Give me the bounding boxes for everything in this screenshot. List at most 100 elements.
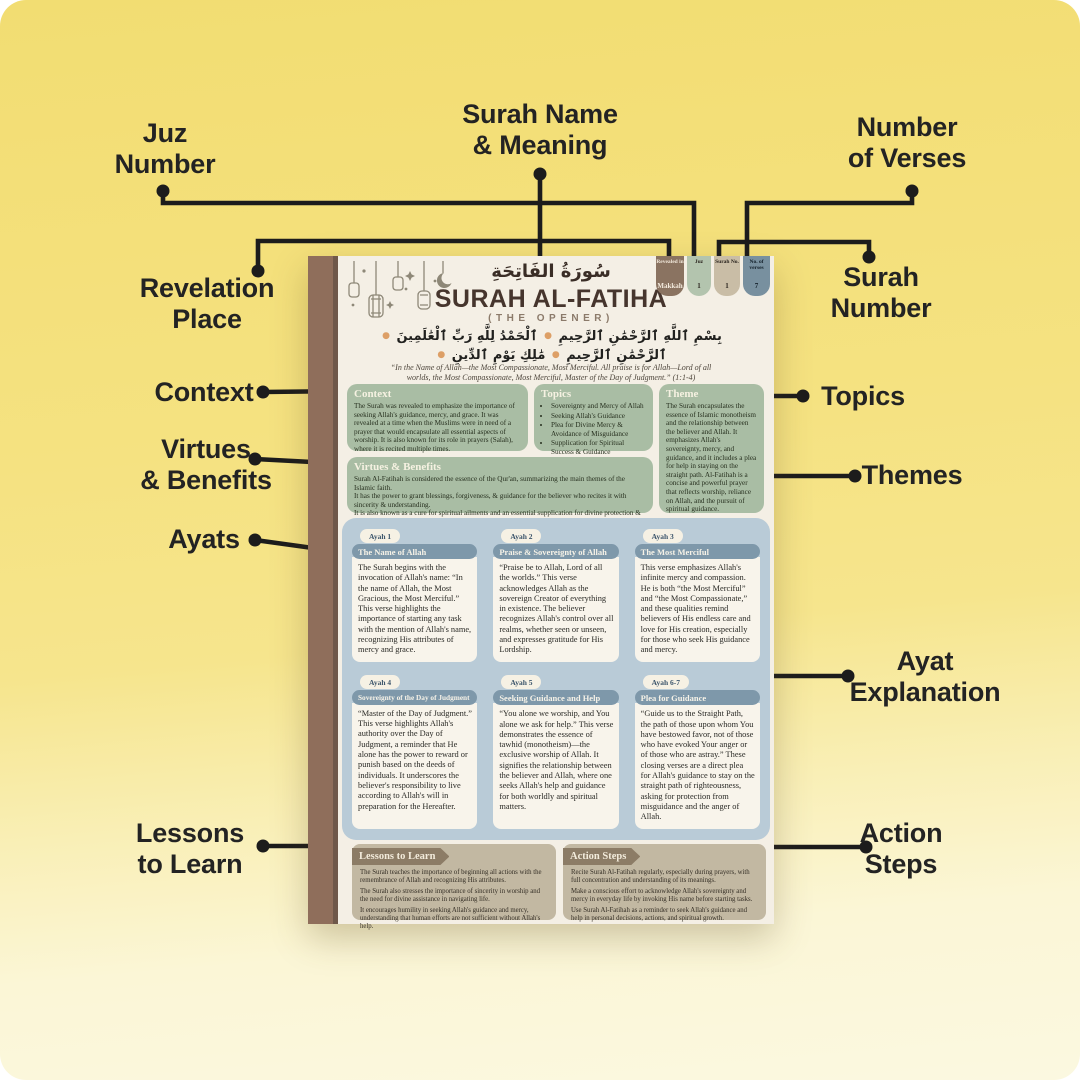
- topics-item: Supplication for Spiritual Success & Gui…: [551, 439, 646, 456]
- badge-surah-no: Surah No. 1: [714, 256, 740, 296]
- ayah-number-pill: Ayah 1: [360, 529, 401, 543]
- badge-no-of-verses: No. of verses 7: [743, 256, 770, 296]
- ayah-title-bar: The Name of Allah: [352, 544, 478, 559]
- virtues-title: Virtues & Benefits: [354, 461, 441, 473]
- label-line: Context: [154, 377, 254, 407]
- label-line: Revelation: [139, 273, 275, 303]
- label-line: Virtues: [161, 434, 251, 464]
- topics-list: Sovereignty and Mercy of Allah Seeking A…: [551, 402, 646, 457]
- action-step: Use Surah Al-Fatihah as a reminder to se…: [571, 907, 748, 922]
- label-line: Place: [172, 304, 242, 334]
- virtues-line: Surah Al-Fatihah is considered the essen…: [354, 475, 625, 492]
- label-virtues-benefits: Virtues & Benefits: [140, 434, 272, 496]
- label-line: Ayats: [168, 524, 240, 554]
- surah-title: SURAH AL-FATIHA: [434, 285, 668, 313]
- ayah-card-5: Ayah 5 Seeking Guidance and Help “You al…: [493, 675, 619, 829]
- ayah-explanation-text: “Master of the Day of Judgment.” This ve…: [352, 702, 478, 829]
- label-line: & Benefits: [140, 465, 272, 495]
- connector-juz-number: [156, 184, 697, 261]
- label-line: Number: [856, 112, 958, 142]
- label-line: Surah Name: [462, 99, 618, 129]
- page-spine: [308, 256, 338, 924]
- ayah-card-2: Ayah 2 Praise & Sovereignty of Allah “Pr…: [493, 529, 619, 663]
- badge-label: Revealed in: [656, 259, 684, 265]
- connector-action-steps: [766, 840, 873, 854]
- action-step: Make a conscious effort to acknowledge A…: [571, 888, 753, 903]
- ayah-explanation-text: “Guide us to the Straight Path, the path…: [634, 703, 760, 829]
- label-juz-number: Juz Number: [115, 118, 216, 180]
- ayah-explanation-text: The Surah begins with the invocation of …: [352, 557, 478, 663]
- topics-item: Sovereignty and Mercy of Allah: [551, 402, 646, 411]
- ayah-number-pill: Ayah 4: [360, 675, 401, 690]
- ayah-number-pill: Ayah 2: [501, 529, 542, 543]
- label-line: Surah: [843, 262, 919, 292]
- ayah-card-1: Ayah 1 The Name of Allah The Surah begin…: [352, 529, 478, 663]
- ayah-explanation-text: This verse emphasizes Allah's infinite m…: [634, 557, 760, 663]
- label-line: & Meaning: [472, 130, 608, 160]
- action-steps-points: Recite Surah Al-Fatihah regularly, espec…: [571, 869, 758, 926]
- lessons-point: It encourages humility in seeking Allah'…: [360, 907, 541, 930]
- label-line: Ayat: [896, 646, 954, 676]
- ayah-card-4: Ayah 4 Sovereignty of the Day of Judgmen…: [352, 675, 478, 829]
- badge-value: 7: [754, 282, 759, 290]
- theme-box: Theme The Surah encapsulates the essence…: [659, 384, 764, 513]
- context-body: The Surah was revealed to emphasize the …: [354, 402, 515, 453]
- topics-title: Topics: [541, 388, 572, 400]
- label-line: Number: [830, 293, 932, 323]
- topics-box: Topics Sovereignty and Mercy of Allah Se…: [534, 384, 653, 456]
- action-steps-banner: Action Steps: [563, 848, 640, 865]
- label-revelation-place: Revelation Place: [140, 273, 275, 335]
- badge-label: Juz: [694, 259, 704, 265]
- lessons-point: The Surah teaches the importance of begi…: [360, 869, 542, 884]
- theme-body: The Surah encapsulates the essence of Is…: [666, 402, 757, 514]
- lessons-points: The Surah teaches the importance of begi…: [360, 869, 548, 934]
- label-action-steps: Action Steps: [860, 818, 943, 880]
- label-themes: Themes: [862, 460, 963, 491]
- ayah-title-bar: Plea for Guidance: [634, 690, 760, 706]
- connector-number-of-verses: [744, 184, 919, 261]
- label-line: of Verses: [847, 143, 967, 173]
- label-line: Number: [114, 149, 216, 179]
- label-surah-name-meaning: Surah Name & Meaning: [462, 99, 618, 161]
- ayat-explanations-panel: Ayah 1 The Name of Allah The Surah begin…: [342, 518, 770, 840]
- surah-meaning-subtitle: (THE OPENER): [488, 313, 614, 324]
- badge-value: Makkah: [657, 282, 683, 290]
- label-line: Themes: [861, 460, 963, 490]
- badge-label: No. of verses: [749, 259, 764, 271]
- label-line: Juz: [142, 118, 188, 148]
- theme-title: Theme: [666, 388, 699, 400]
- ayah-title-bar: Seeking Guidance and Help: [493, 690, 619, 706]
- label-context: Context: [154, 377, 253, 408]
- context-box: Context The Surah was revealed to emphas…: [347, 384, 528, 453]
- arabic-verse: بِسْمِ ٱللَّهِ ٱلرَّحْمَٰنِ ٱلرَّحِيمِ ●…: [382, 329, 722, 363]
- label-line: Explanation: [849, 677, 1001, 707]
- lessons-point: The Surah also stresses the importance o…: [360, 888, 541, 903]
- label-number-of-verses: Number of Verses: [848, 112, 966, 174]
- lessons-banner: Lessons to Learn: [352, 848, 449, 865]
- label-line: Steps: [864, 849, 938, 879]
- verse-translation: “In the Name of Allah—the Most Compassio…: [390, 363, 712, 382]
- ayah-title-bar: Praise & Sovereignty of Allah: [493, 544, 619, 559]
- label-topics: Topics: [821, 381, 905, 412]
- action-step: Recite Surah Al-Fatihah regularly, espec…: [571, 869, 750, 884]
- label-line: Lessons: [135, 818, 245, 848]
- ayah-title-bar: Sovereignty of the Day of Judgment: [352, 690, 478, 705]
- label-ayat-explanation: Ayat Explanation: [850, 646, 1001, 708]
- ayah-card-3: Ayah 3 The Most Merciful This verse emph…: [634, 529, 760, 663]
- badge-label: Surah No.: [715, 259, 739, 265]
- ayah-title-bar: The Most Merciful: [634, 544, 760, 559]
- badge-value: 1: [697, 282, 701, 290]
- label-ayats: Ayats: [168, 524, 240, 555]
- context-title: Context: [354, 388, 392, 400]
- ayah-explanation-text: “You alone we worship, and You alone we …: [493, 703, 619, 829]
- label-lessons-to-learn: Lessons to Learn: [136, 818, 244, 880]
- badge-juz: Juz 1: [687, 256, 711, 296]
- label-line: Action: [859, 818, 943, 848]
- lessons-to-learn-box: Lessons to Learn The Surah teaches the i…: [352, 844, 556, 930]
- topics-item: Plea for Divine Mercy & Avoidance of Mis…: [551, 421, 646, 438]
- label-surah-number: Surah Number: [831, 262, 932, 324]
- badge-value: 1: [725, 282, 729, 290]
- badge-revealed-in: Revealed in Makkah: [656, 256, 684, 296]
- lanterns-decoration-icon: [348, 261, 452, 318]
